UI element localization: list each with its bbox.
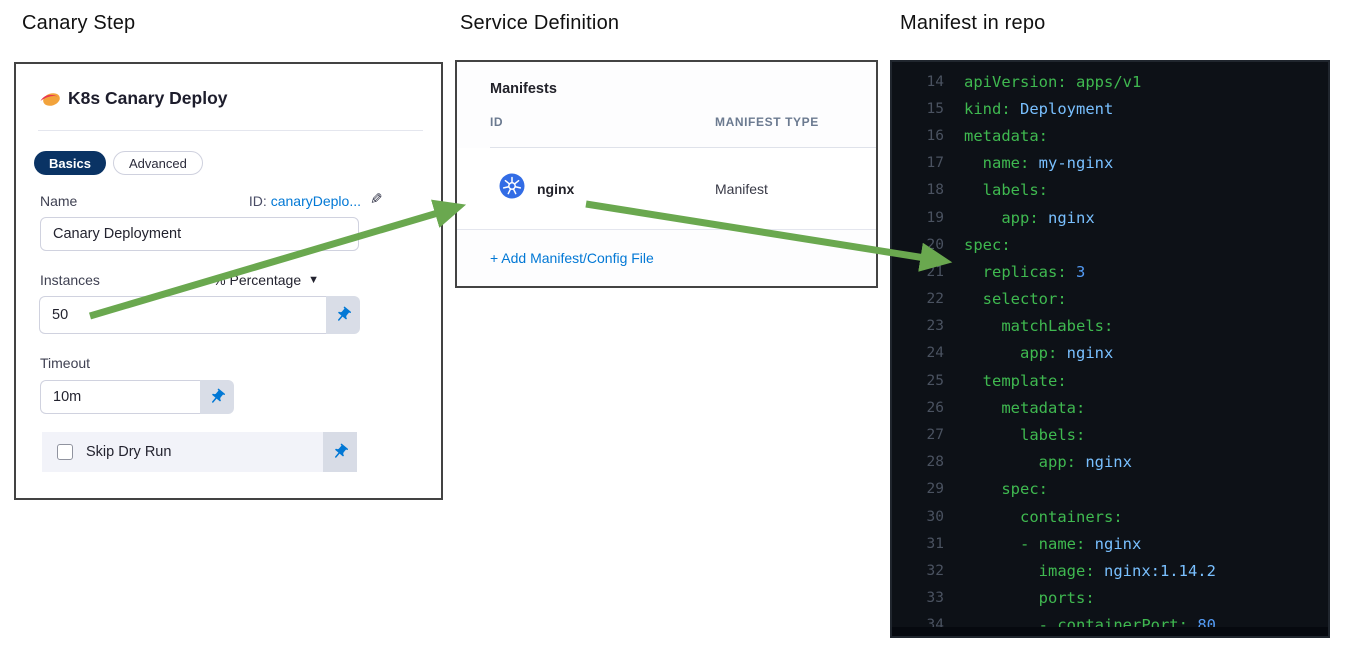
step-title: K8s Canary Deploy: [68, 88, 228, 108]
canary-bird-icon: [38, 87, 62, 116]
pin-icon: [335, 443, 348, 458]
code-line-26: 26 metadata:: [926, 398, 1086, 417]
code-line-21: 21 replicas: 3: [926, 262, 1086, 281]
name-label: Name: [40, 193, 78, 209]
timeout-field-row: 10m: [40, 380, 234, 414]
code-line-19: 19 app: nginx: [926, 208, 1095, 227]
instances-unit-dropdown[interactable]: % Percentage ▼: [213, 272, 319, 288]
timeout-pin-button[interactable]: [200, 380, 234, 414]
code-line-18: 18 labels:: [926, 181, 1048, 200]
code-line-27: 27 labels:: [926, 426, 1086, 445]
add-manifest-link[interactable]: + Add Manifest/Config File: [490, 250, 654, 266]
heading-manifest-in-repo: Manifest in repo: [900, 12, 1046, 34]
code-line-22: 22 selector:: [926, 290, 1067, 309]
canary-step-panel: K8s Canary Deploy Basics Advanced Name I…: [14, 62, 443, 500]
kubernetes-icon: [499, 173, 525, 204]
pin-icon: [212, 388, 225, 403]
skip-dry-run-checkbox[interactable]: [57, 444, 73, 460]
manifest-type: Manifest: [715, 180, 768, 197]
timeout-label: Timeout: [40, 355, 91, 371]
pin-icon: [338, 306, 351, 321]
chevron-down-icon: ▼: [308, 274, 319, 286]
code-line-23: 23 matchLabels:: [926, 317, 1114, 336]
instances-label: Instances: [40, 272, 100, 288]
heading-canary-step: Canary Step: [22, 12, 136, 34]
horizontal-scrollbar[interactable]: [892, 627, 1328, 636]
instances-value-input[interactable]: 50: [39, 296, 326, 334]
name-input[interactable]: Canary Deployment: [40, 217, 359, 251]
code-line-31: 31 - name: nginx: [926, 534, 1142, 553]
manifest-row-nginx[interactable]: nginx Manifest: [457, 148, 876, 230]
instances-field-row: 50: [39, 296, 360, 334]
divider: [490, 147, 876, 148]
edit-id-pencil-icon[interactable]: ✎: [370, 191, 383, 208]
code-line-30: 30 containers:: [926, 507, 1123, 526]
skip-dry-run-pin-button[interactable]: [323, 432, 357, 472]
step-id: ID: canaryDeplo...: [249, 193, 361, 209]
column-header-manifest-type: MANIFEST TYPE: [715, 115, 819, 129]
skip-dry-run-label: Skip Dry Run: [86, 444, 172, 460]
tab-basics[interactable]: Basics: [34, 151, 106, 175]
column-header-id: ID: [490, 115, 504, 129]
manifests-heading: Manifests: [490, 81, 557, 97]
code-line-24: 24 app: nginx: [926, 344, 1114, 363]
manifest-id: nginx: [537, 180, 575, 197]
timeout-value-input[interactable]: 10m: [40, 380, 200, 414]
instances-unit-value: % Percentage: [213, 272, 302, 288]
divider: [38, 130, 423, 131]
code-line-33: 33 ports:: [926, 589, 1095, 608]
code-line-25: 25 template:: [926, 371, 1067, 390]
tab-advanced[interactable]: Advanced: [113, 151, 203, 175]
id-prefix: ID:: [248, 193, 267, 209]
skip-dry-run-row: Skip Dry Run: [42, 432, 357, 472]
code-line-29: 29 spec:: [926, 480, 1048, 499]
id-value-link[interactable]: canaryDeplo...: [270, 193, 361, 209]
service-definition-panel: Manifests ID MANIFEST TYPE: [455, 60, 878, 288]
code-line-28: 28 app: nginx: [926, 453, 1132, 472]
instances-pin-button[interactable]: [326, 296, 360, 334]
heading-service-definition: Service Definition: [460, 12, 620, 34]
code-line-32: 32 image: nginx:1.14.2: [926, 561, 1216, 580]
code-line-17: 17 name: my-nginx: [926, 154, 1114, 173]
